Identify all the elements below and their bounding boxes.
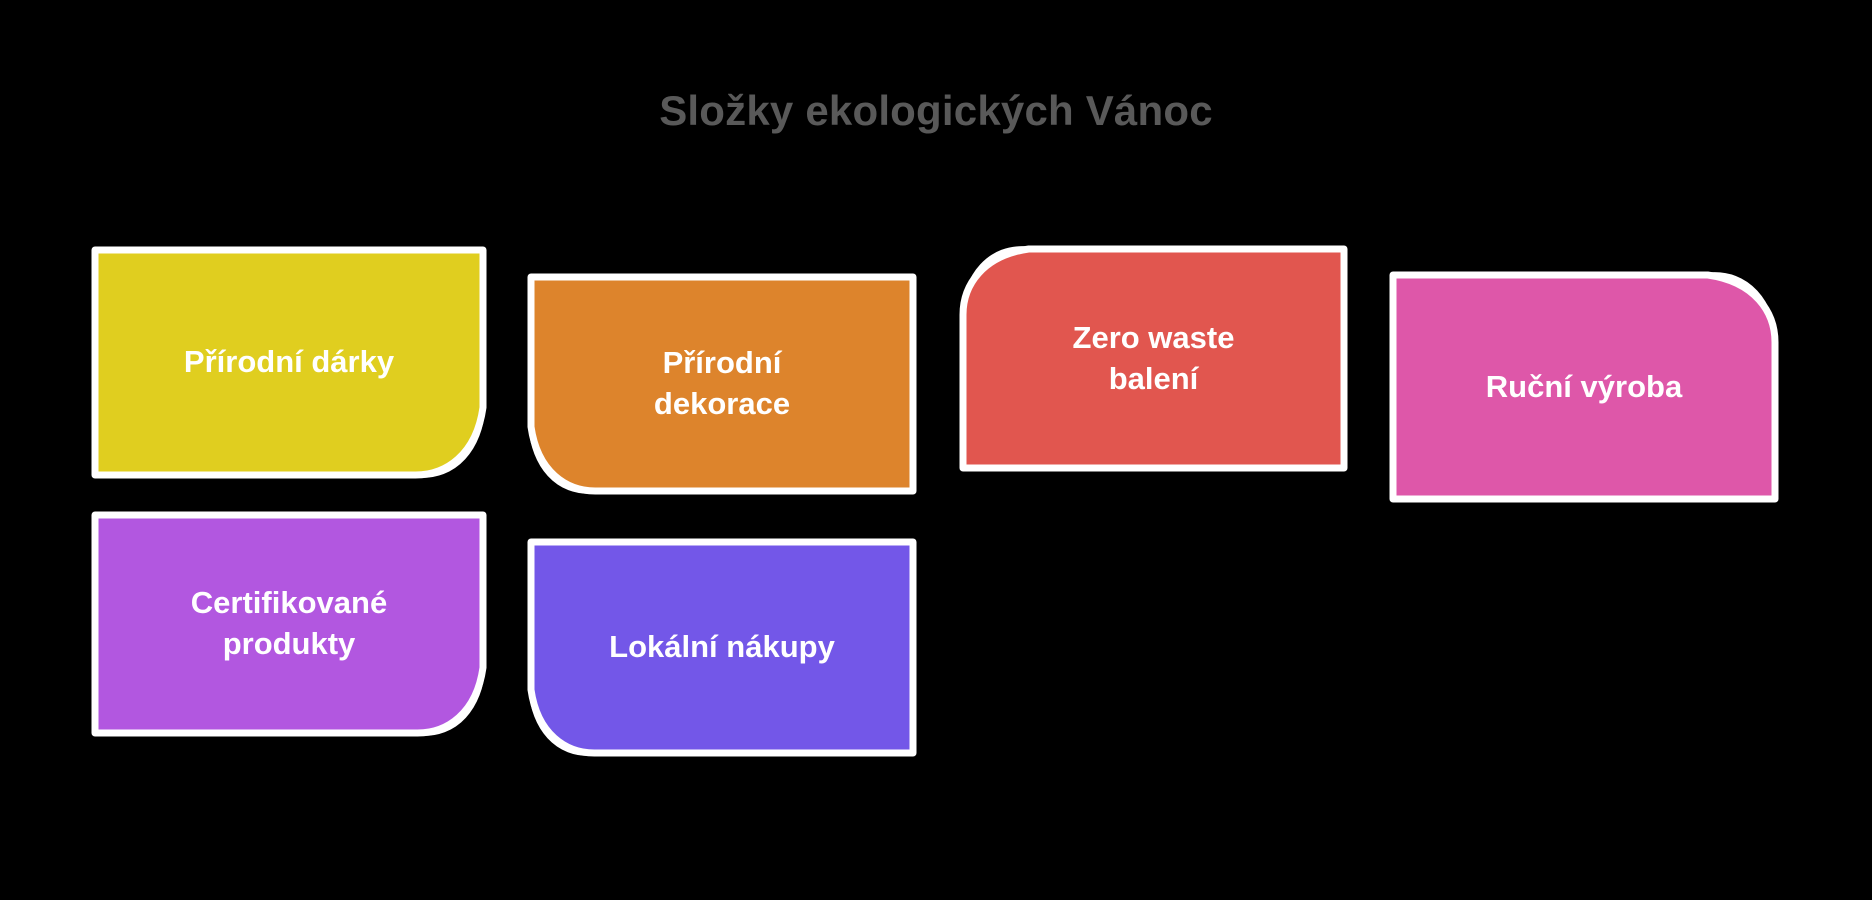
node-fill [91, 511, 487, 737]
node-fill [527, 538, 917, 757]
node-shape-zero-waste-baleni [959, 245, 1348, 472]
node-shape-prirodni-darky [91, 246, 487, 479]
page-curl-icon [960, 246, 1032, 318]
page-curl-icon [528, 687, 597, 756]
node-zero-waste-baleni[interactable]: Zero waste balení [959, 245, 1348, 472]
node-certifikovane-produkty[interactable]: Certifikované produkty [91, 511, 487, 737]
node-fill [1389, 271, 1779, 503]
page-curl-icon [1705, 272, 1778, 345]
node-shape-lokalni-nakupy [527, 538, 917, 757]
node-prirodni-dekorace[interactable]: Přírodní dekorace [527, 273, 917, 495]
page-curl-icon [413, 405, 486, 478]
node-shape-certifikovane-produkty [91, 511, 487, 737]
node-fill [959, 245, 1348, 472]
page-title: Složky ekologických Vánoc [659, 87, 1213, 134]
node-fill [91, 246, 487, 479]
node-lokalni-nakupy[interactable]: Lokální nákupy [527, 538, 917, 757]
node-fill [527, 273, 917, 495]
node-shape-rucni-vyroba [1389, 271, 1779, 503]
page-curl-icon [528, 424, 598, 494]
page-curl-icon [415, 665, 486, 736]
node-rucni-vyroba[interactable]: Ruční výroba [1389, 271, 1779, 503]
node-prirodni-darky[interactable]: Přírodní dárky [91, 246, 487, 479]
node-shape-prirodni-dekorace [527, 273, 917, 495]
